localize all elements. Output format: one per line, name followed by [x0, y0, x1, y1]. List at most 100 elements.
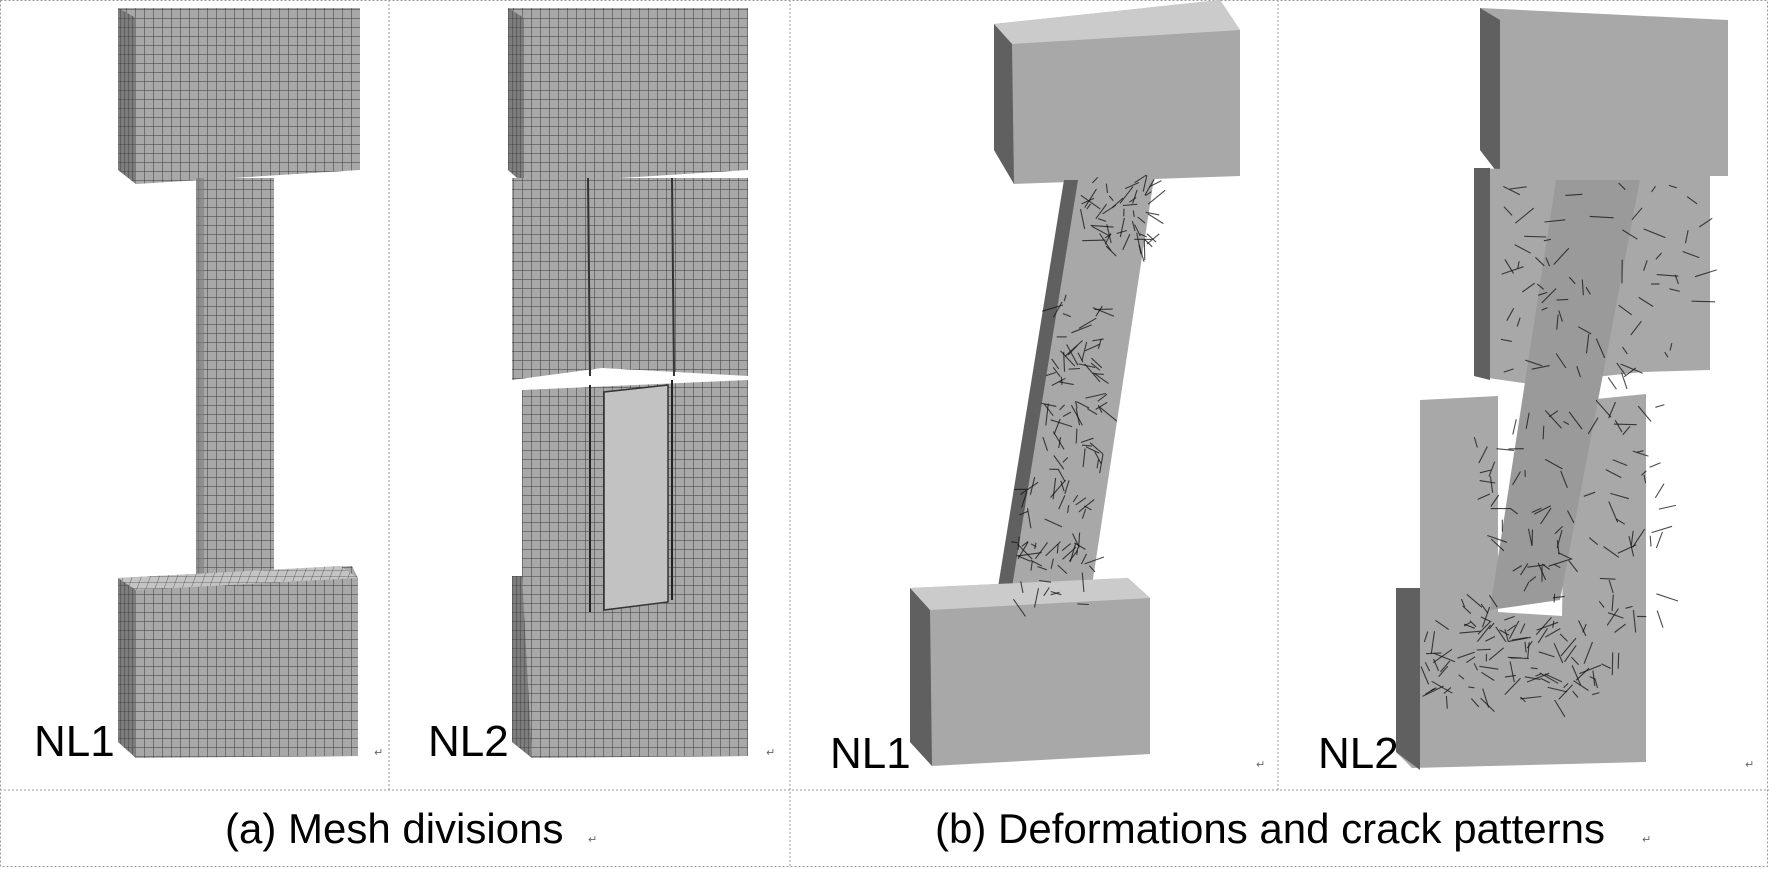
crack-line — [1080, 437, 1094, 443]
crack-line — [1512, 419, 1517, 435]
crack-line — [1062, 411, 1072, 417]
crack-line — [1060, 480, 1065, 492]
crack-line — [1102, 204, 1117, 215]
crack-line — [1016, 554, 1031, 562]
crack-line — [1056, 543, 1059, 554]
crack-line — [1042, 436, 1049, 451]
crack-line — [1608, 401, 1617, 419]
crack-line — [1045, 403, 1049, 426]
crack-line — [1637, 405, 1652, 422]
crack-line — [1476, 624, 1492, 643]
crack-line — [1656, 274, 1679, 277]
crack-line — [1577, 326, 1592, 335]
crack-line — [1030, 560, 1033, 571]
crack-line — [1438, 665, 1449, 677]
crack-line — [1480, 697, 1495, 712]
crack-line — [1529, 576, 1537, 583]
crack-line — [1668, 184, 1677, 189]
crack-line — [1521, 282, 1536, 293]
crack-line — [1058, 495, 1066, 510]
crack-line — [1540, 507, 1552, 525]
crack-line — [1064, 480, 1070, 494]
crack-line — [1539, 672, 1559, 684]
crack-line — [1535, 673, 1542, 677]
crack-line — [1607, 377, 1617, 390]
crack-line — [1651, 185, 1656, 193]
crack-line — [1514, 207, 1535, 224]
crack-line — [1432, 648, 1453, 664]
crack-line — [1098, 218, 1107, 222]
paragraph-mark: ↵ — [1642, 833, 1651, 846]
crack-line — [1520, 695, 1542, 700]
crack-line — [1614, 623, 1626, 633]
crack-line — [1144, 191, 1152, 197]
crack-line — [1074, 400, 1078, 409]
crack-line — [1540, 677, 1551, 684]
crack-line — [1132, 210, 1135, 217]
crack-line — [1488, 647, 1504, 661]
panel-label-nl2-deformation: NL2 — [1318, 729, 1399, 778]
crack-line — [1088, 565, 1096, 573]
crack-line — [1612, 459, 1628, 467]
crack-line — [1068, 367, 1081, 370]
crack-line — [1643, 228, 1666, 239]
crack-line — [1072, 494, 1079, 503]
crack-line — [1081, 341, 1088, 362]
crack-line — [1568, 560, 1579, 573]
crack-line — [1656, 593, 1679, 602]
crack-line — [1526, 640, 1533, 649]
crack-line — [1458, 674, 1465, 680]
crack-line — [1134, 174, 1147, 184]
crack-line — [1089, 442, 1104, 455]
crack-line — [1468, 686, 1475, 689]
crack-line — [1092, 372, 1109, 385]
crack-line — [1512, 565, 1522, 572]
crack-line — [1556, 540, 1560, 555]
crack-line — [1507, 624, 1516, 632]
crack-line — [1583, 491, 1596, 497]
crack-line — [1090, 362, 1101, 371]
crack-line — [1536, 283, 1545, 290]
crack-line — [1643, 474, 1647, 484]
crack-line — [1070, 404, 1083, 426]
nl1-deformation-model — [910, 0, 1240, 766]
crack-line — [1555, 353, 1567, 369]
crack-line — [1560, 470, 1568, 489]
crack-line — [1524, 676, 1541, 681]
crack-line — [1052, 431, 1065, 450]
crack-line — [1081, 197, 1095, 205]
crack-line — [1463, 621, 1471, 627]
crack-line — [1617, 652, 1620, 669]
crack-line — [1541, 307, 1548, 311]
crack-line — [1142, 175, 1148, 192]
crack-line — [1469, 620, 1477, 628]
crack-line — [1488, 461, 1496, 477]
crack-line — [1063, 294, 1067, 302]
crack-line — [1124, 181, 1140, 190]
crack-line — [1512, 471, 1521, 486]
crack-line — [1033, 588, 1040, 608]
crack-line — [1146, 233, 1157, 243]
crack-line — [1481, 671, 1495, 681]
crack-line — [1503, 185, 1521, 196]
crack-line — [1558, 684, 1573, 700]
crack-line — [1682, 250, 1700, 259]
crack-line — [1139, 233, 1148, 238]
crack-line — [1062, 457, 1069, 463]
crack-line — [1422, 685, 1444, 697]
crack-line — [1045, 371, 1056, 377]
crack-line — [1568, 276, 1576, 285]
crack-line — [1092, 338, 1104, 342]
crack-line — [1074, 542, 1086, 550]
crack-line — [1691, 300, 1716, 303]
crack-line — [1078, 363, 1096, 369]
crack-line — [1525, 412, 1530, 429]
crack-line — [1019, 510, 1029, 516]
crack-line — [1473, 663, 1478, 671]
crack-line — [1620, 363, 1643, 374]
paragraph-mark: ↵ — [588, 833, 597, 846]
crack-line — [1445, 695, 1448, 709]
crack-line — [1485, 636, 1496, 642]
crack-line — [1080, 553, 1087, 565]
